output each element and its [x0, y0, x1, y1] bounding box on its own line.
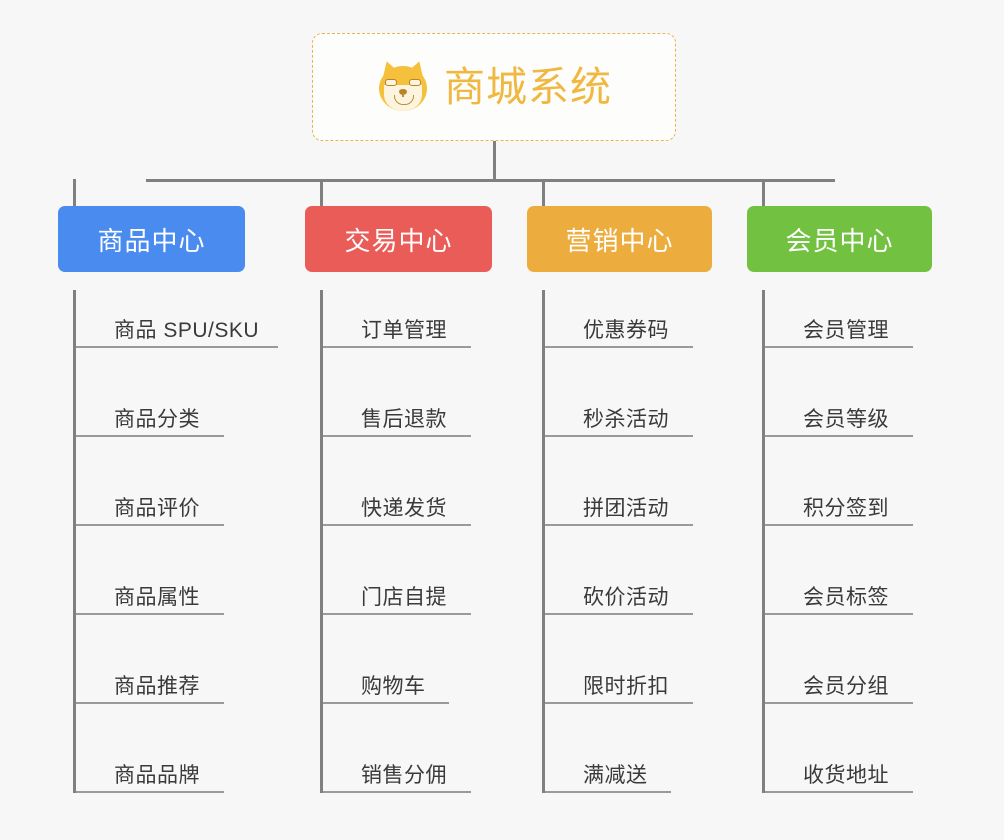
leaf-item-underline [323, 435, 471, 437]
leaf-item-label: 门店自提 [361, 586, 447, 609]
leaf-item-underline [323, 702, 449, 704]
leaf-item-label: 商品属性 [114, 586, 200, 609]
leaf-item-label: 会员标签 [803, 586, 889, 609]
root-stem-connector [493, 141, 496, 179]
leaf-item-label: 收货地址 [803, 764, 889, 787]
leaf-item-label: 购物车 [361, 675, 426, 698]
leaf-item-underline [765, 702, 913, 704]
root-node[interactable]: 商城系统 [312, 33, 676, 141]
shiba-dog-face-icon [376, 58, 430, 114]
leaf-item-label: 订单管理 [361, 319, 447, 342]
leaf-item-label: 快递发货 [361, 497, 447, 520]
leaf-item-underline [76, 702, 224, 704]
branch-drop-connector-4 [762, 179, 765, 207]
category-label: 营销中心 [565, 225, 674, 256]
leaf-item-underline [765, 524, 913, 526]
leaf-item-underline [323, 791, 471, 793]
category-label: 会员中心 [785, 225, 894, 256]
root-title: 商城系统 [444, 63, 612, 110]
category-box-4[interactable]: 会员中心 [747, 206, 932, 272]
leaf-stem-connector [542, 290, 545, 793]
category-box-3[interactable]: 营销中心 [527, 206, 712, 272]
leaf-item-underline [323, 524, 471, 526]
leaf-item-label: 拼团活动 [583, 497, 669, 520]
leaf-item-label: 会员等级 [803, 408, 889, 431]
leaf-item-underline [323, 346, 471, 348]
leaf-item-label: 商品评价 [114, 497, 200, 520]
leaf-item-underline [76, 791, 224, 793]
leaf-item-label: 售后退款 [361, 408, 447, 431]
leaf-item-label: 销售分佣 [361, 764, 447, 787]
leaf-item-underline [76, 613, 224, 615]
leaf-item-label: 砍价活动 [583, 586, 669, 609]
leaf-item-underline [545, 791, 671, 793]
leaf-item-underline [76, 524, 224, 526]
leaf-stem-connector [73, 290, 76, 793]
leaf-stem-connector [320, 290, 323, 793]
leaf-item-label: 优惠券码 [583, 319, 669, 342]
category-label: 交易中心 [344, 225, 453, 256]
leaf-item-label: 秒杀活动 [583, 408, 669, 431]
leaf-item-underline [765, 346, 913, 348]
leaf-stem-connector [762, 290, 765, 793]
leaf-item-underline [765, 791, 913, 793]
leaf-item-underline [765, 435, 913, 437]
leaf-item-underline [76, 435, 224, 437]
category-box-1[interactable]: 商品中心 [58, 206, 245, 272]
leaf-item-underline [545, 702, 693, 704]
leaf-item-label: 商品品牌 [114, 764, 200, 787]
leaf-item-label: 会员管理 [803, 319, 889, 342]
branch-drop-connector-2 [320, 179, 323, 207]
horizontal-bus-connector [146, 179, 835, 182]
leaf-item-underline [545, 524, 693, 526]
leaf-item-underline [323, 613, 471, 615]
branch-drop-connector-3 [542, 179, 545, 207]
leaf-item-label: 商品推荐 [114, 675, 200, 698]
category-box-2[interactable]: 交易中心 [305, 206, 492, 272]
leaf-item-underline [76, 346, 278, 348]
leaf-item-label: 积分签到 [803, 497, 889, 520]
leaf-item-label: 会员分组 [803, 675, 889, 698]
leaf-item-label: 限时折扣 [583, 675, 669, 698]
branch-drop-connector-1 [73, 179, 76, 207]
leaf-item-underline [545, 435, 693, 437]
leaf-item-underline [545, 613, 693, 615]
leaf-item-underline [545, 346, 693, 348]
leaf-item-underline [765, 613, 913, 615]
leaf-item-label: 满减送 [583, 764, 648, 787]
leaf-item-label: 商品 SPU/SKU [114, 319, 260, 342]
leaf-item-label: 商品分类 [114, 408, 200, 431]
category-label: 商品中心 [97, 225, 206, 256]
